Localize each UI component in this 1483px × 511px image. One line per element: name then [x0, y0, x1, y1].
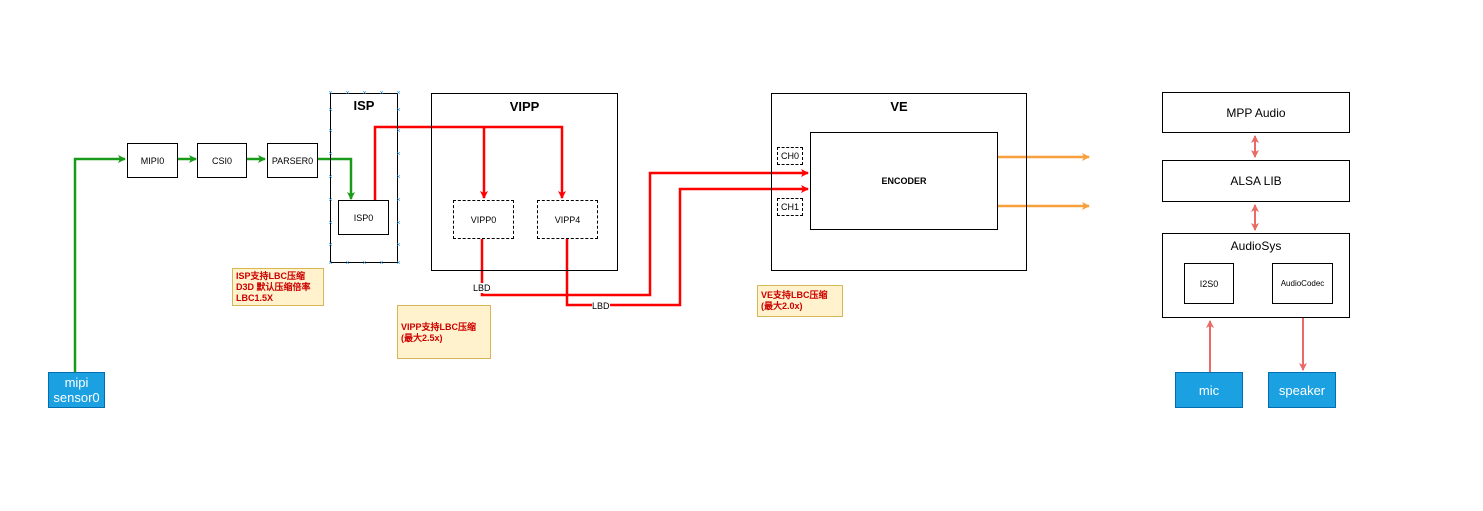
selection-handle[interactable]: ×: [328, 151, 333, 158]
ve-lbc-note: VE支持LBC压缩 (最大2.0x): [757, 285, 843, 317]
selection-handle[interactable]: ×: [328, 242, 333, 249]
selection-handle[interactable]: ×: [345, 90, 350, 97]
selection-handle[interactable]: ×: [379, 260, 384, 267]
edge-vipp4-to-encoder: [565, 185, 809, 307]
selection-handle[interactable]: ×: [345, 260, 350, 267]
isp-lbc-note: ISP支持LBC压缩 D3D 默认压缩倍率 LBC1.5X: [232, 268, 324, 306]
vipp-lbc-note: VIPP支持LBC压缩 (最大2.5x): [397, 305, 491, 359]
selection-handle[interactable]: ×: [396, 220, 401, 227]
selection-handle[interactable]: ×: [379, 90, 384, 97]
mic-node: mic: [1175, 372, 1243, 408]
csi0-block: CSI0: [197, 143, 247, 178]
encoder-label: ENCODER: [881, 176, 927, 186]
edge-vipp0-to-encoder: [480, 169, 809, 297]
mipi0-label: MIPI0: [140, 155, 165, 166]
speaker-node: speaker: [1268, 372, 1336, 408]
selection-handle[interactable]: ×: [396, 174, 401, 181]
parser0-label: PARSER0: [271, 155, 314, 166]
selection-handle[interactable]: ×: [328, 90, 333, 97]
isp-title: ISP: [353, 98, 375, 113]
parser0-block: PARSER0: [267, 143, 318, 178]
ch0-block: CH0: [777, 147, 803, 165]
vipp4-label: VIPP4: [554, 214, 581, 225]
selection-handle[interactable]: ×: [328, 107, 333, 114]
ch1-label: CH1: [780, 202, 799, 212]
selection-handle[interactable]: ×: [328, 260, 333, 267]
selection-handle[interactable]: ×: [396, 128, 401, 135]
audiocodec-label: AudioCodec: [1280, 279, 1325, 288]
selection-handle[interactable]: ×: [396, 260, 401, 267]
isp-container: ISP: [330, 93, 398, 263]
selection-handle[interactable]: ×: [396, 197, 401, 204]
audiocodec-block: AudioCodec: [1272, 263, 1333, 304]
selection-handle[interactable]: ×: [396, 151, 401, 158]
vipp0-label: VIPP0: [470, 214, 497, 225]
selection-handle[interactable]: ×: [396, 107, 401, 114]
edge-parser0-to-isp0: [318, 157, 355, 200]
isp0-label: ISP0: [353, 212, 374, 223]
selection-handle[interactable]: ×: [328, 197, 333, 204]
selection-handle[interactable]: ×: [328, 128, 333, 135]
selection-handle[interactable]: ×: [396, 242, 401, 249]
mipi0-block: MIPI0: [127, 143, 178, 178]
lbd-label: LBD: [592, 301, 610, 311]
alsa-lib-block: ALSA LIB: [1162, 160, 1350, 202]
i2s0-label: I2S0: [1199, 278, 1219, 289]
ve-title: VE: [890, 99, 908, 114]
vipp-container: VIPP: [431, 93, 618, 271]
selection-handle[interactable]: ×: [328, 220, 333, 227]
lbd-label: LBD: [473, 283, 491, 293]
selection-handle[interactable]: ×: [362, 260, 367, 267]
ve-container: VE: [771, 93, 1027, 271]
isp0-block: ISP0: [338, 200, 389, 235]
vipp-title: VIPP: [509, 99, 540, 114]
csi0-label: CSI0: [211, 155, 232, 166]
encoder-block: ENCODER: [810, 132, 998, 230]
selection-handle[interactable]: ×: [396, 90, 401, 97]
audiosys-title: AudioSys: [1230, 239, 1282, 253]
mpp-audio-block: MPP Audio: [1162, 92, 1350, 133]
selection-handle[interactable]: ×: [328, 174, 333, 181]
alsa-lib-label: ALSA LIB: [1230, 174, 1282, 188]
ch1-block: CH1: [777, 198, 803, 216]
mipi-sensor0-node: mipi sensor0: [48, 372, 105, 408]
vipp4-block: VIPP4: [537, 200, 598, 239]
edge-sensor-to-mipi0: [73, 155, 126, 372]
selection-handle[interactable]: ×: [362, 90, 367, 97]
mpp-audio-label: MPP Audio: [1226, 105, 1286, 120]
edge-isp0-to-vipp: [373, 125, 566, 200]
i2s0-block: I2S0: [1184, 263, 1234, 304]
ch0-label: CH0: [780, 151, 799, 161]
vipp0-block: VIPP0: [453, 200, 514, 239]
